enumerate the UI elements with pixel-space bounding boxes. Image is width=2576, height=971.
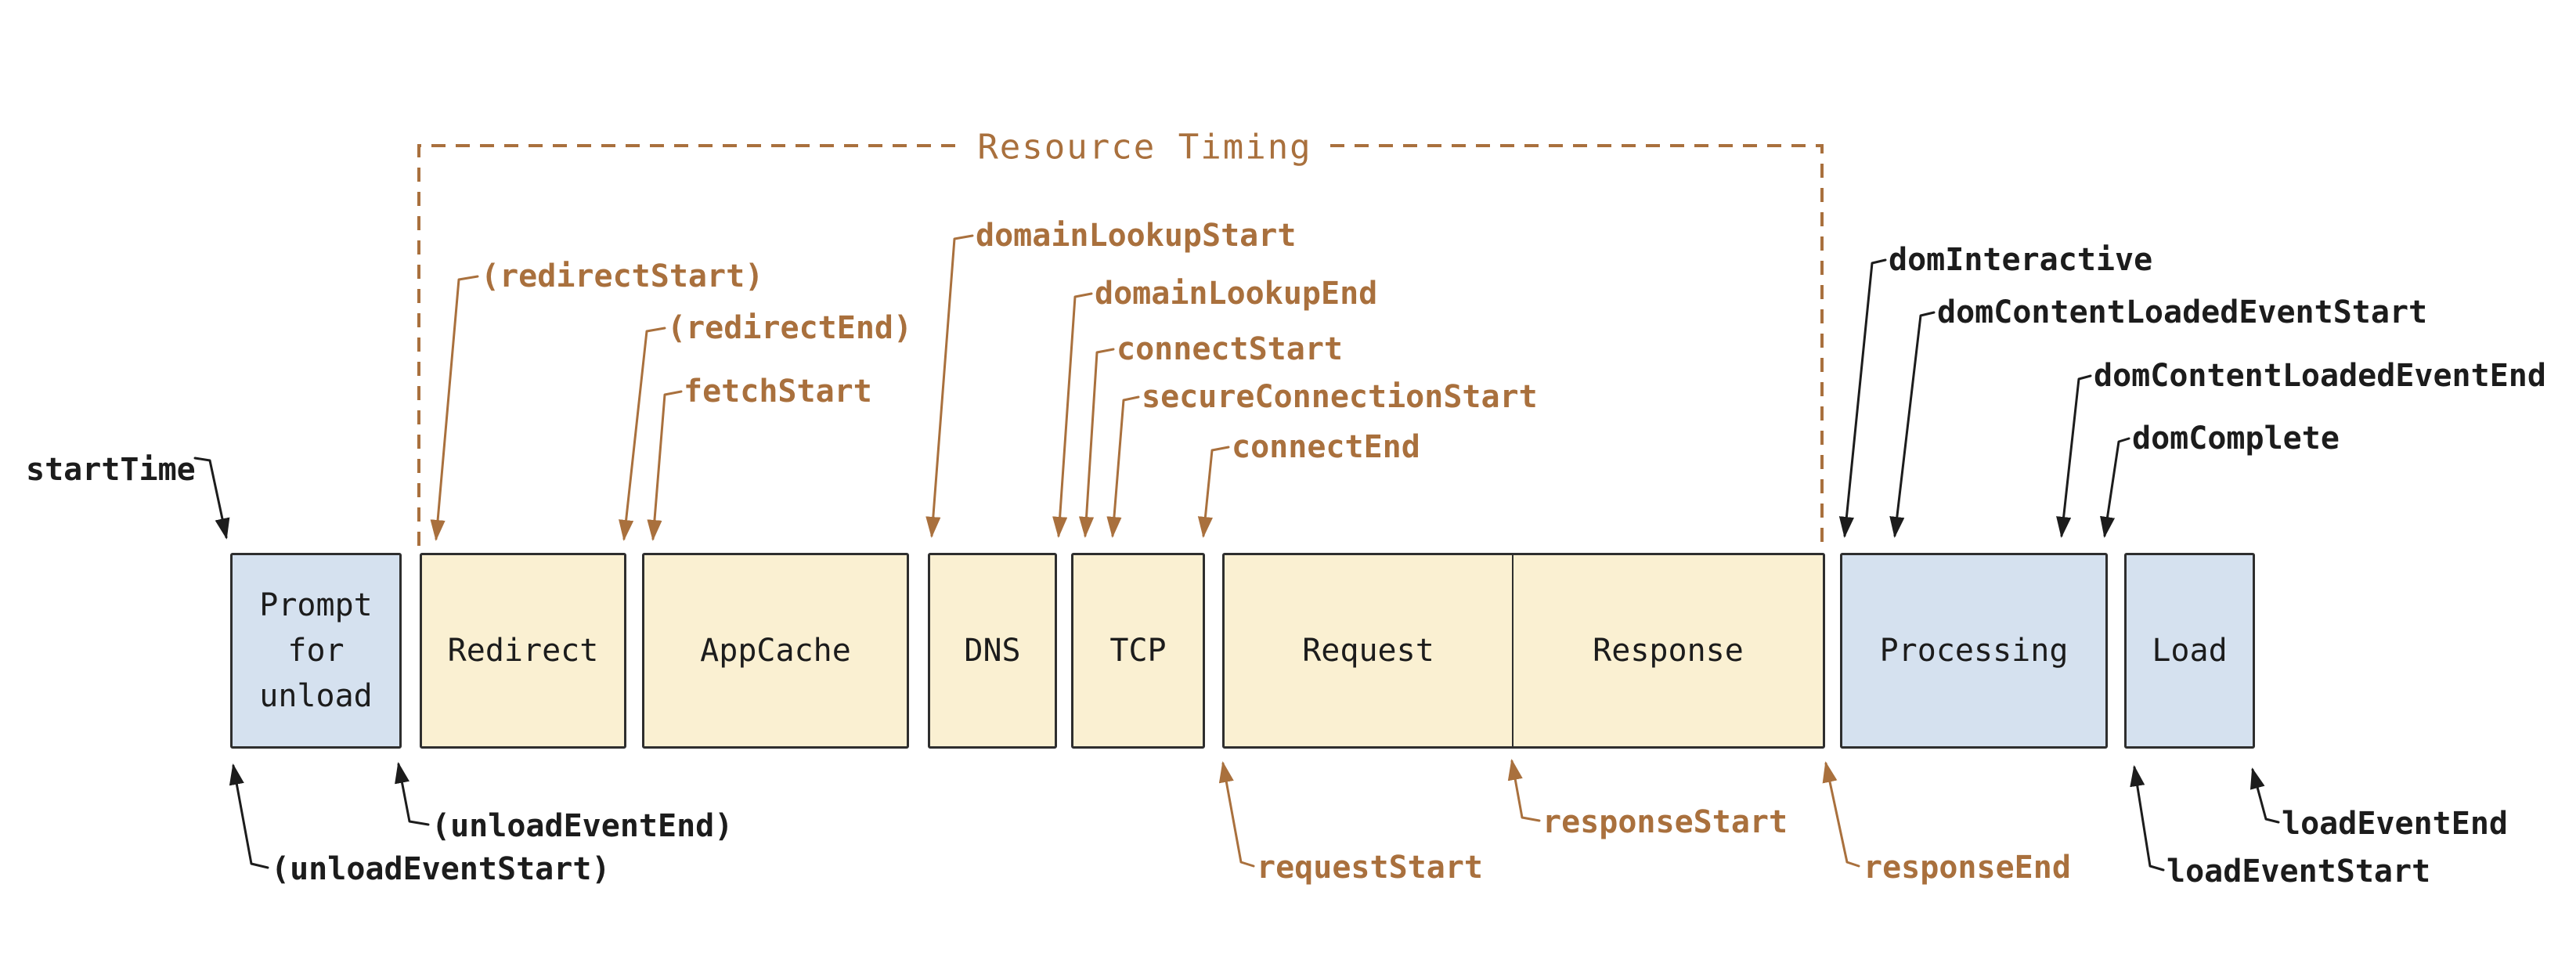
label-domain-lookup-start: domainLookupStart bbox=[976, 218, 1297, 254]
arrow-dom-content-loaded-event-start bbox=[1889, 311, 1936, 538]
arrow-connect-end bbox=[1197, 446, 1230, 538]
arrow-connect-start bbox=[1078, 348, 1115, 538]
label-redirect-end: (redirectEnd) bbox=[667, 310, 913, 346]
arrow-redirect-end bbox=[619, 327, 666, 541]
arrow-domain-lookup-start bbox=[925, 234, 974, 538]
arrow-unload-event-start bbox=[229, 763, 269, 869]
arrow-unload-event-end bbox=[395, 762, 430, 826]
arrow-load-event-start bbox=[2130, 765, 2165, 872]
phase-box-request: Request bbox=[1302, 633, 1434, 669]
phase-box-tcp: TCP bbox=[1071, 553, 1205, 749]
label-dom-interactive: domInteractive bbox=[1889, 242, 2153, 278]
label-response-start: responseStart bbox=[1542, 804, 1788, 840]
arrow-dom-content-loaded-event-end bbox=[2056, 374, 2092, 538]
arrow-response-end bbox=[1822, 761, 1860, 868]
arrow-start-time bbox=[193, 457, 230, 540]
label-load-event-start: loadEventStart bbox=[2167, 854, 2431, 890]
phase-box-appcache: AppCache bbox=[642, 553, 909, 749]
arrow-dom-complete bbox=[2100, 437, 2130, 538]
arrow-fetch-start bbox=[647, 390, 683, 541]
label-load-event-end: loadEventEnd bbox=[2282, 806, 2508, 842]
phase-box-redirect: Redirect bbox=[420, 553, 626, 749]
label-fetch-start: fetchStart bbox=[684, 374, 872, 410]
phase-box-request-response: Request Response bbox=[1222, 553, 1825, 749]
arrow-request-start bbox=[1218, 761, 1255, 868]
arrow-dom-interactive bbox=[1838, 258, 1887, 538]
phase-box-processing: Processing bbox=[1840, 553, 2108, 749]
label-request-start: requestStart bbox=[1257, 850, 1483, 886]
label-connect-start: connectStart bbox=[1117, 331, 1343, 367]
label-start-time: startTime bbox=[26, 452, 196, 488]
label-dom-content-loaded-event-start: domContentLoadedEventStart bbox=[1937, 294, 2428, 330]
label-domain-lookup-end: domainLookupEnd bbox=[1095, 276, 1378, 312]
label-secure-connection-start: secureConnectionStart bbox=[1142, 379, 1538, 415]
phase-box-response: Response bbox=[1512, 555, 1823, 746]
arrow-response-start bbox=[1507, 759, 1541, 822]
label-redirect-start: (redirectStart) bbox=[481, 258, 764, 294]
arrow-load-event-end bbox=[2249, 767, 2280, 824]
arrow-redirect-start bbox=[430, 275, 479, 541]
label-response-end: responseEnd bbox=[1863, 850, 2071, 886]
label-dom-content-loaded-event-end: domContentLoadedEventEnd bbox=[2094, 358, 2546, 394]
label-connect-end: connectEnd bbox=[1232, 429, 1420, 465]
arrow-secure-connection-start bbox=[1106, 395, 1140, 538]
label-dom-complete: domComplete bbox=[2132, 421, 2340, 457]
label-unload-event-start: (unloadEventStart) bbox=[271, 851, 611, 887]
label-unload-event-end: (unloadEventEnd) bbox=[431, 808, 734, 844]
resource-timing-title: Resource Timing bbox=[977, 127, 1312, 168]
arrow-domain-lookup-end bbox=[1052, 292, 1093, 538]
phase-box-load: Load bbox=[2124, 553, 2255, 749]
phase-box-dns: DNS bbox=[928, 553, 1057, 749]
phase-box-prompt-for-unload: Prompt for unload bbox=[230, 553, 402, 749]
